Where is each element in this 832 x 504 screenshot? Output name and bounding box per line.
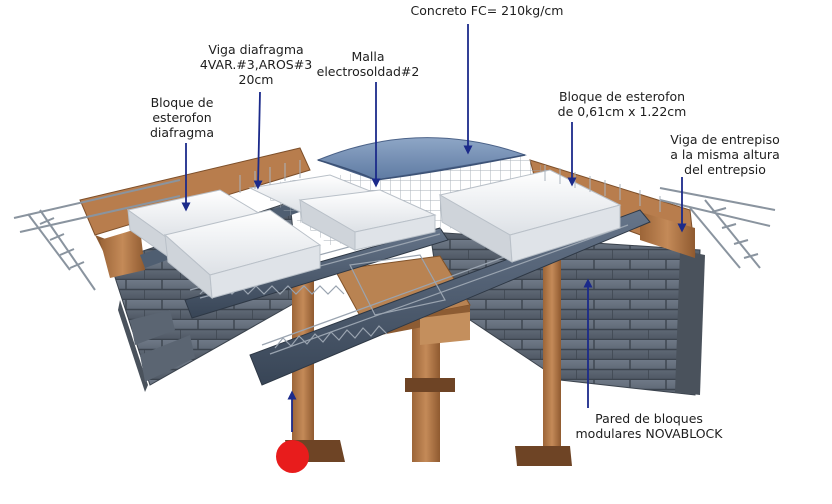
concrete-fan <box>316 137 527 181</box>
label-viga-diafragma-line-3: 20cm <box>238 72 274 87</box>
label-concreto: Concreto FC= 210kg/cm <box>392 3 582 18</box>
label-bloque-esterofon-line-2: de 0,61cm x 1.22cm <box>557 104 687 119</box>
label-bloque-diafragma-line-2: esterofon <box>152 110 212 125</box>
label-bloque-diafragma-line-1: Bloque de <box>150 95 214 110</box>
label-bloque-esterofon-line-1: Bloque de esterofon <box>558 89 686 104</box>
callout-arrows <box>181 24 687 432</box>
label-bloque-esterofon: Bloque de esterofon de 0,61cm x 1.22cm <box>548 89 696 119</box>
label-malla-line-2: electrosoldad#2 <box>316 64 420 79</box>
label-pared-line-2: modulares NOVABLOCK <box>575 426 723 441</box>
label-malla-line-1: Malla <box>351 49 385 64</box>
label-viga-entrepiso-line-1: Viga de entrepiso <box>670 132 780 147</box>
label-viga-entrepiso: Viga de entrepiso a la misma altura del … <box>660 132 790 177</box>
rebar-left <box>13 179 181 291</box>
label-pared: Pared de bloques modulares NOVABLOCK <box>560 411 738 441</box>
label-viga-diafragma-line-1: Viga diafragma <box>208 42 304 57</box>
arrow-viga-diafragma <box>253 91 263 190</box>
label-bloque-diafragma-line-3: diafragma <box>149 125 215 140</box>
red-dot-marker <box>276 440 309 473</box>
label-viga-entrepiso-line-3: del entrepsio <box>684 162 766 177</box>
label-viga-entrepiso-line-2: a la misma altura <box>670 147 780 162</box>
label-viga-diafragma-line-2: 4VAR.#3,AROS#3 <box>199 57 313 72</box>
label-pared-line-1: Pared de bloques <box>595 411 703 426</box>
label-viga-diafragma: Viga diafragma 4VAR.#3,AROS#3 20cm <box>196 42 316 87</box>
rebar-right <box>659 187 776 269</box>
label-concreto-line: Concreto FC= 210kg/cm <box>410 3 564 18</box>
label-malla: Malla electrosoldad#2 <box>312 49 424 79</box>
label-bloque-diafragma: Bloque de esterofon diafragma <box>132 95 232 140</box>
